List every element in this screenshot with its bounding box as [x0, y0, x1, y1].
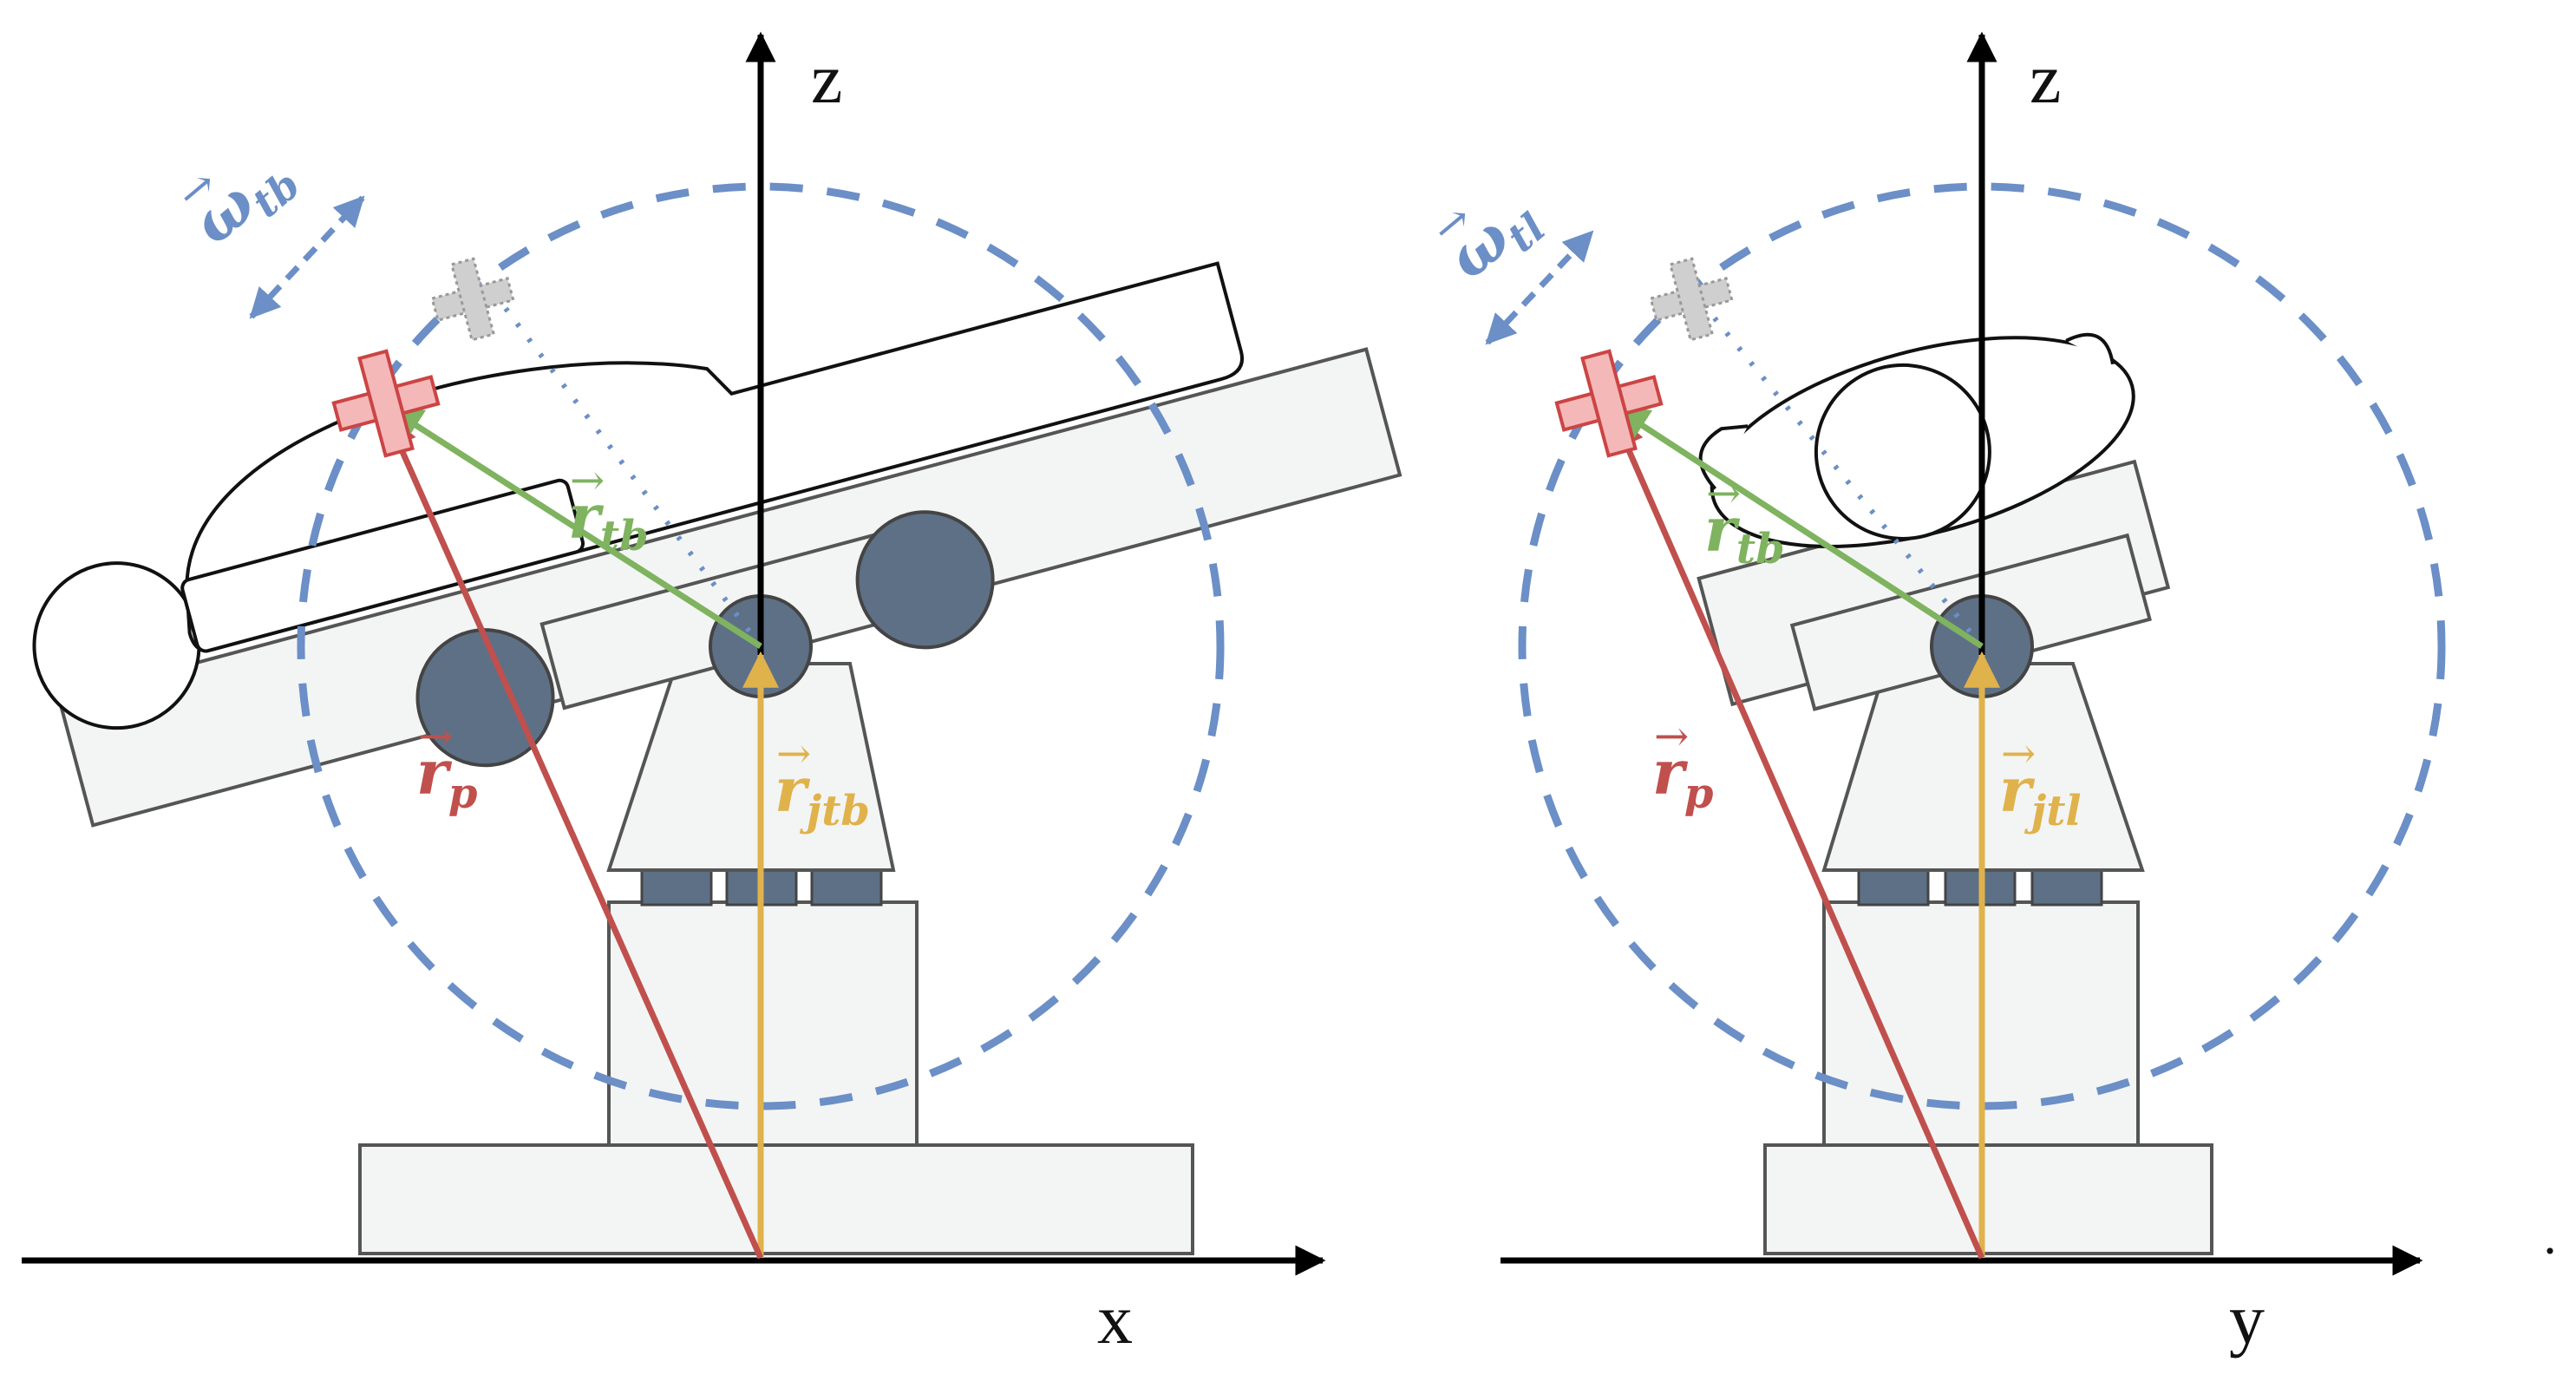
left-base-plate	[358, 1143, 1194, 1255]
right-r-tb-symbol: r	[1704, 494, 1741, 566]
left-r-p-subscript: p	[448, 769, 478, 818]
svg-text:→: →	[418, 712, 453, 761]
svg-text:→: →	[1706, 469, 1741, 518]
svg-text:→: →	[776, 730, 811, 778]
right-r-tb-vector	[1612, 405, 1984, 649]
svg-text:→: →	[570, 456, 605, 505]
svg-text:rp: rp	[1652, 737, 1713, 818]
right-omega-label: ωtl →	[1422, 193, 1554, 293]
right-r-jtl-symbol: r	[1999, 754, 2036, 826]
left-z-axis-label: z	[811, 39, 842, 118]
right-view: z y ωtl → rtb → rp	[1422, 31, 2559, 1359]
svg-text:→: →	[1654, 712, 1689, 761]
right-r-tb-subscript: tb	[1736, 525, 1785, 573]
right-r-jtl-label: rjtl →	[1999, 730, 2082, 835]
left-r-tb-subscript: tb	[600, 512, 649, 560]
left-r-tb-label: rtb →	[568, 456, 649, 560]
left-wheel-2	[855, 510, 995, 650]
left-r-p-symbol: r	[416, 737, 453, 809]
trailing-dot-mark: ·	[2541, 1222, 2559, 1280]
right-ghost-marker	[1649, 257, 1734, 342]
left-wheel-1	[415, 628, 555, 768]
svg-text:rtb: rtb	[1704, 494, 1785, 573]
left-connector-block-1	[640, 868, 713, 907]
left-connector-block-3	[810, 868, 883, 907]
right-target-marker	[1554, 349, 1664, 458]
right-r-jtl-subscript: jtl	[2024, 787, 2082, 835]
left-patient-arm	[180, 478, 585, 653]
right-rotation-circle	[1518, 182, 2446, 1110]
right-base-plate	[1763, 1143, 2213, 1255]
right-r-p-symbol: r	[1652, 737, 1689, 809]
right-patient-arm-right	[2065, 332, 2115, 365]
svg-text:rp: rp	[416, 737, 477, 818]
left-r-jtb-subscript: jtb	[800, 787, 870, 835]
right-r-p-label: rp →	[1652, 712, 1713, 818]
left-r-tb-symbol: r	[568, 481, 605, 553]
left-r-p-vector	[382, 411, 764, 1260]
left-r-tb-vector	[385, 405, 762, 649]
left-omega-label: ωtb →	[167, 158, 309, 259]
left-r-jtb-symbol: r	[775, 754, 811, 826]
right-z-axis-label: z	[2030, 39, 2061, 118]
left-x-axis-label: x	[1097, 1280, 1133, 1359]
right-r-p-vector	[1609, 411, 1985, 1260]
left-omega-arrow	[249, 195, 365, 319]
right-patient-head	[1814, 363, 1991, 540]
svg-text:rjtb: rjtb	[775, 754, 870, 835]
right-connector-block-3	[2030, 868, 2103, 907]
left-r-p-label: rp →	[416, 712, 477, 818]
left-rotation-circle	[297, 182, 1225, 1110]
left-r-jtb-label: rjtb →	[775, 730, 870, 835]
right-y-axis-label: y	[2229, 1280, 2265, 1359]
svg-text:→: →	[2001, 730, 2036, 778]
left-target-marker	[331, 349, 441, 458]
svg-text:rjtl: rjtl	[1999, 754, 2082, 835]
right-r-tb-label: rtb →	[1704, 469, 1785, 573]
right-connector-block-1	[1857, 868, 1930, 907]
right-r-p-subscript: p	[1684, 769, 1714, 818]
left-view: z x ωtb → rtb →	[22, 31, 1402, 1359]
left-ghost-marker	[430, 257, 515, 342]
svg-text:rtb: rtb	[568, 481, 649, 560]
